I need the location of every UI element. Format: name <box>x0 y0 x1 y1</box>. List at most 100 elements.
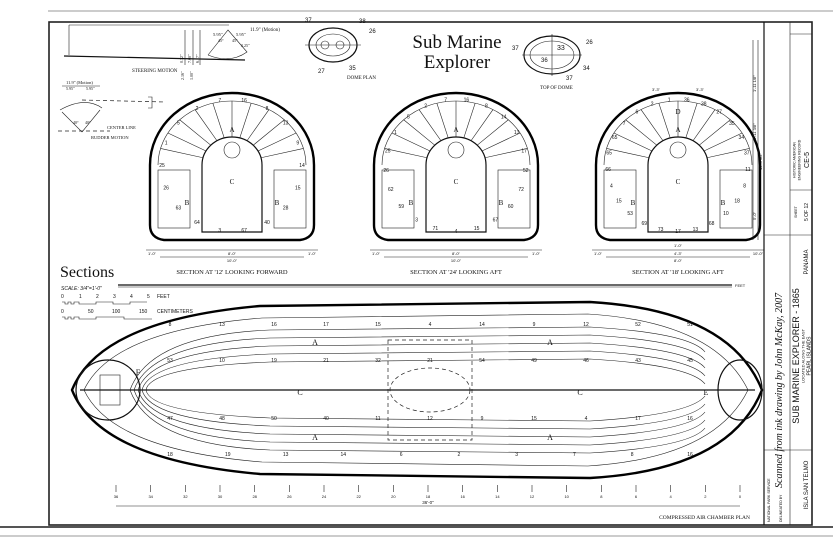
callout-label: 27 <box>716 110 722 116</box>
callout-label: 3 <box>218 228 221 234</box>
callout-label: 62 <box>388 187 394 193</box>
zone-label: A <box>547 433 553 442</box>
label-text: 5.95" <box>236 32 246 37</box>
callout-label: 50 <box>271 416 277 422</box>
dome-plan-caption: DOME PLAN <box>347 76 376 81</box>
cross-section-2: SECTION AT '18' LOOKING AFT1'-0"4'-3"8'-… <box>592 87 764 276</box>
callout-label: 46 <box>583 358 589 364</box>
title-block: DELINEATED BY NATIONAL PARK SERVICE Scan… <box>763 22 813 525</box>
label-text: 0.32" <box>179 54 184 63</box>
label-text: 34 <box>583 66 590 72</box>
label-text: 1'-11 1/8" <box>752 75 757 92</box>
callout-label: 8 <box>743 183 746 189</box>
dimension-label: 4'-3" <box>674 251 683 256</box>
overall-length-dim: 36'-0" <box>422 500 434 505</box>
callout-label: 52 <box>523 168 529 174</box>
zone-label: A <box>547 338 553 347</box>
zone-label: A <box>675 126 680 134</box>
label-text: 37 <box>305 18 312 24</box>
callout-label: 54 <box>479 358 485 364</box>
label-text: FEET <box>735 283 746 288</box>
label-text: 1.00" <box>189 71 194 80</box>
callout-label: 13 <box>219 322 225 328</box>
callout-label: 2 <box>424 104 427 110</box>
label-text: 2.16" <box>180 71 185 80</box>
station-label: 36 <box>114 494 119 499</box>
callout-label: 7 <box>623 121 626 127</box>
steering-motion-dim: 11.9" (Motion) <box>250 28 280 33</box>
steering-motion-caption: STEERING MOTION <box>132 69 178 74</box>
callout-label: 53 <box>167 358 173 364</box>
zone-label: A <box>312 338 318 347</box>
callout-label: 19 <box>271 358 277 364</box>
label-text: 5'-0" <box>752 211 757 220</box>
callout-label: 60 <box>508 204 514 210</box>
dimension-label: 1'-0" <box>372 251 381 256</box>
label-text: SHEET <box>794 205 798 218</box>
sections-heading: Sections <box>60 264 114 281</box>
cross-section-1: SECTION AT '24' LOOKING AFT1'-0"8'-0"10'… <box>370 91 542 276</box>
callout-label: 1 <box>668 98 671 104</box>
callout-label: 2 <box>196 106 199 112</box>
callout-label: 43 <box>635 358 641 364</box>
callout-label: 16 <box>687 452 693 458</box>
station-label: 14 <box>495 494 500 499</box>
label-text: 11.9" (Motion) <box>66 80 93 85</box>
dimension-label: 8'-0" <box>452 251 461 256</box>
callout-label: 19 <box>225 452 231 458</box>
label-text: 40° <box>85 120 91 125</box>
label-text: 1 <box>79 294 82 300</box>
top-of-dome-caption: TOP OF DOME <box>540 86 573 91</box>
label-text: 5.95" <box>66 86 75 91</box>
callout-label: 51 <box>687 322 693 328</box>
zone-label: B <box>631 199 636 207</box>
rudder-motion-caption: RUDDER MOTION <box>91 135 129 140</box>
callout-label: 6 <box>400 452 403 458</box>
dimension-label: 10'-0" <box>227 258 238 263</box>
label-text: LOCATED ALONG THE EAST <box>801 328 806 383</box>
label-text: 26 <box>369 29 376 35</box>
callout-label: 67 <box>493 218 499 224</box>
station-label: 12 <box>530 494 535 499</box>
callout-label: 25 <box>159 163 165 169</box>
dimension-label: 3'-3" <box>652 87 661 92</box>
station-label: 4 <box>670 494 673 499</box>
label-text: 3 <box>113 294 116 300</box>
sheet-number: 5 OF 12 <box>804 203 810 221</box>
dimension-label: 1'-0" <box>532 251 541 256</box>
zone-label: C <box>577 388 582 397</box>
callout-label: 8 <box>631 452 634 458</box>
callout-label: 37 <box>744 151 750 157</box>
callout-label: 1 <box>165 140 168 146</box>
side-dimensions: 1'-11 1/8" 4'-11 3/8" 10'-4 1/2" 5'-0" <box>752 40 763 240</box>
callout-label: 13 <box>283 452 289 458</box>
label-text: 40° <box>73 120 79 125</box>
callout-label: 47 <box>167 416 173 422</box>
dimension-label: 3'-3" <box>696 87 705 92</box>
callout-label: 68 <box>709 221 715 227</box>
dimension-label: 10'-0" <box>753 251 764 256</box>
callout-label: 7 <box>444 98 447 104</box>
callout-label: 4 <box>610 183 613 189</box>
callout-label: 1 <box>394 130 397 136</box>
callout-label: 16 <box>241 98 247 104</box>
label-text: 45° <box>218 38 224 43</box>
dimension-label: 1'-0" <box>594 251 603 256</box>
callout-label: 65 <box>606 151 612 157</box>
callout-label: 35 <box>729 121 735 127</box>
callout-label: 15 <box>531 416 537 422</box>
dome-plan-detail: 37 38 26 27 35 DOME PLAN <box>305 18 376 81</box>
label-text: 7.00" <box>187 54 192 63</box>
callout-label: 14 <box>501 115 507 121</box>
station-label: 20 <box>391 494 396 499</box>
zone-label: D <box>675 108 680 116</box>
cross-section-0: SECTION AT '12' LOOKING FORWARD1'-0"8'-0… <box>146 91 318 276</box>
zone-label: C <box>297 388 302 397</box>
callout-label: 14 <box>299 163 305 169</box>
callout-label: 45 <box>687 358 693 364</box>
callout-label: 25 <box>385 148 391 154</box>
station-label: 26 <box>287 494 292 499</box>
callout-label: 17 <box>323 322 329 328</box>
callout-label: 9 <box>481 416 484 422</box>
